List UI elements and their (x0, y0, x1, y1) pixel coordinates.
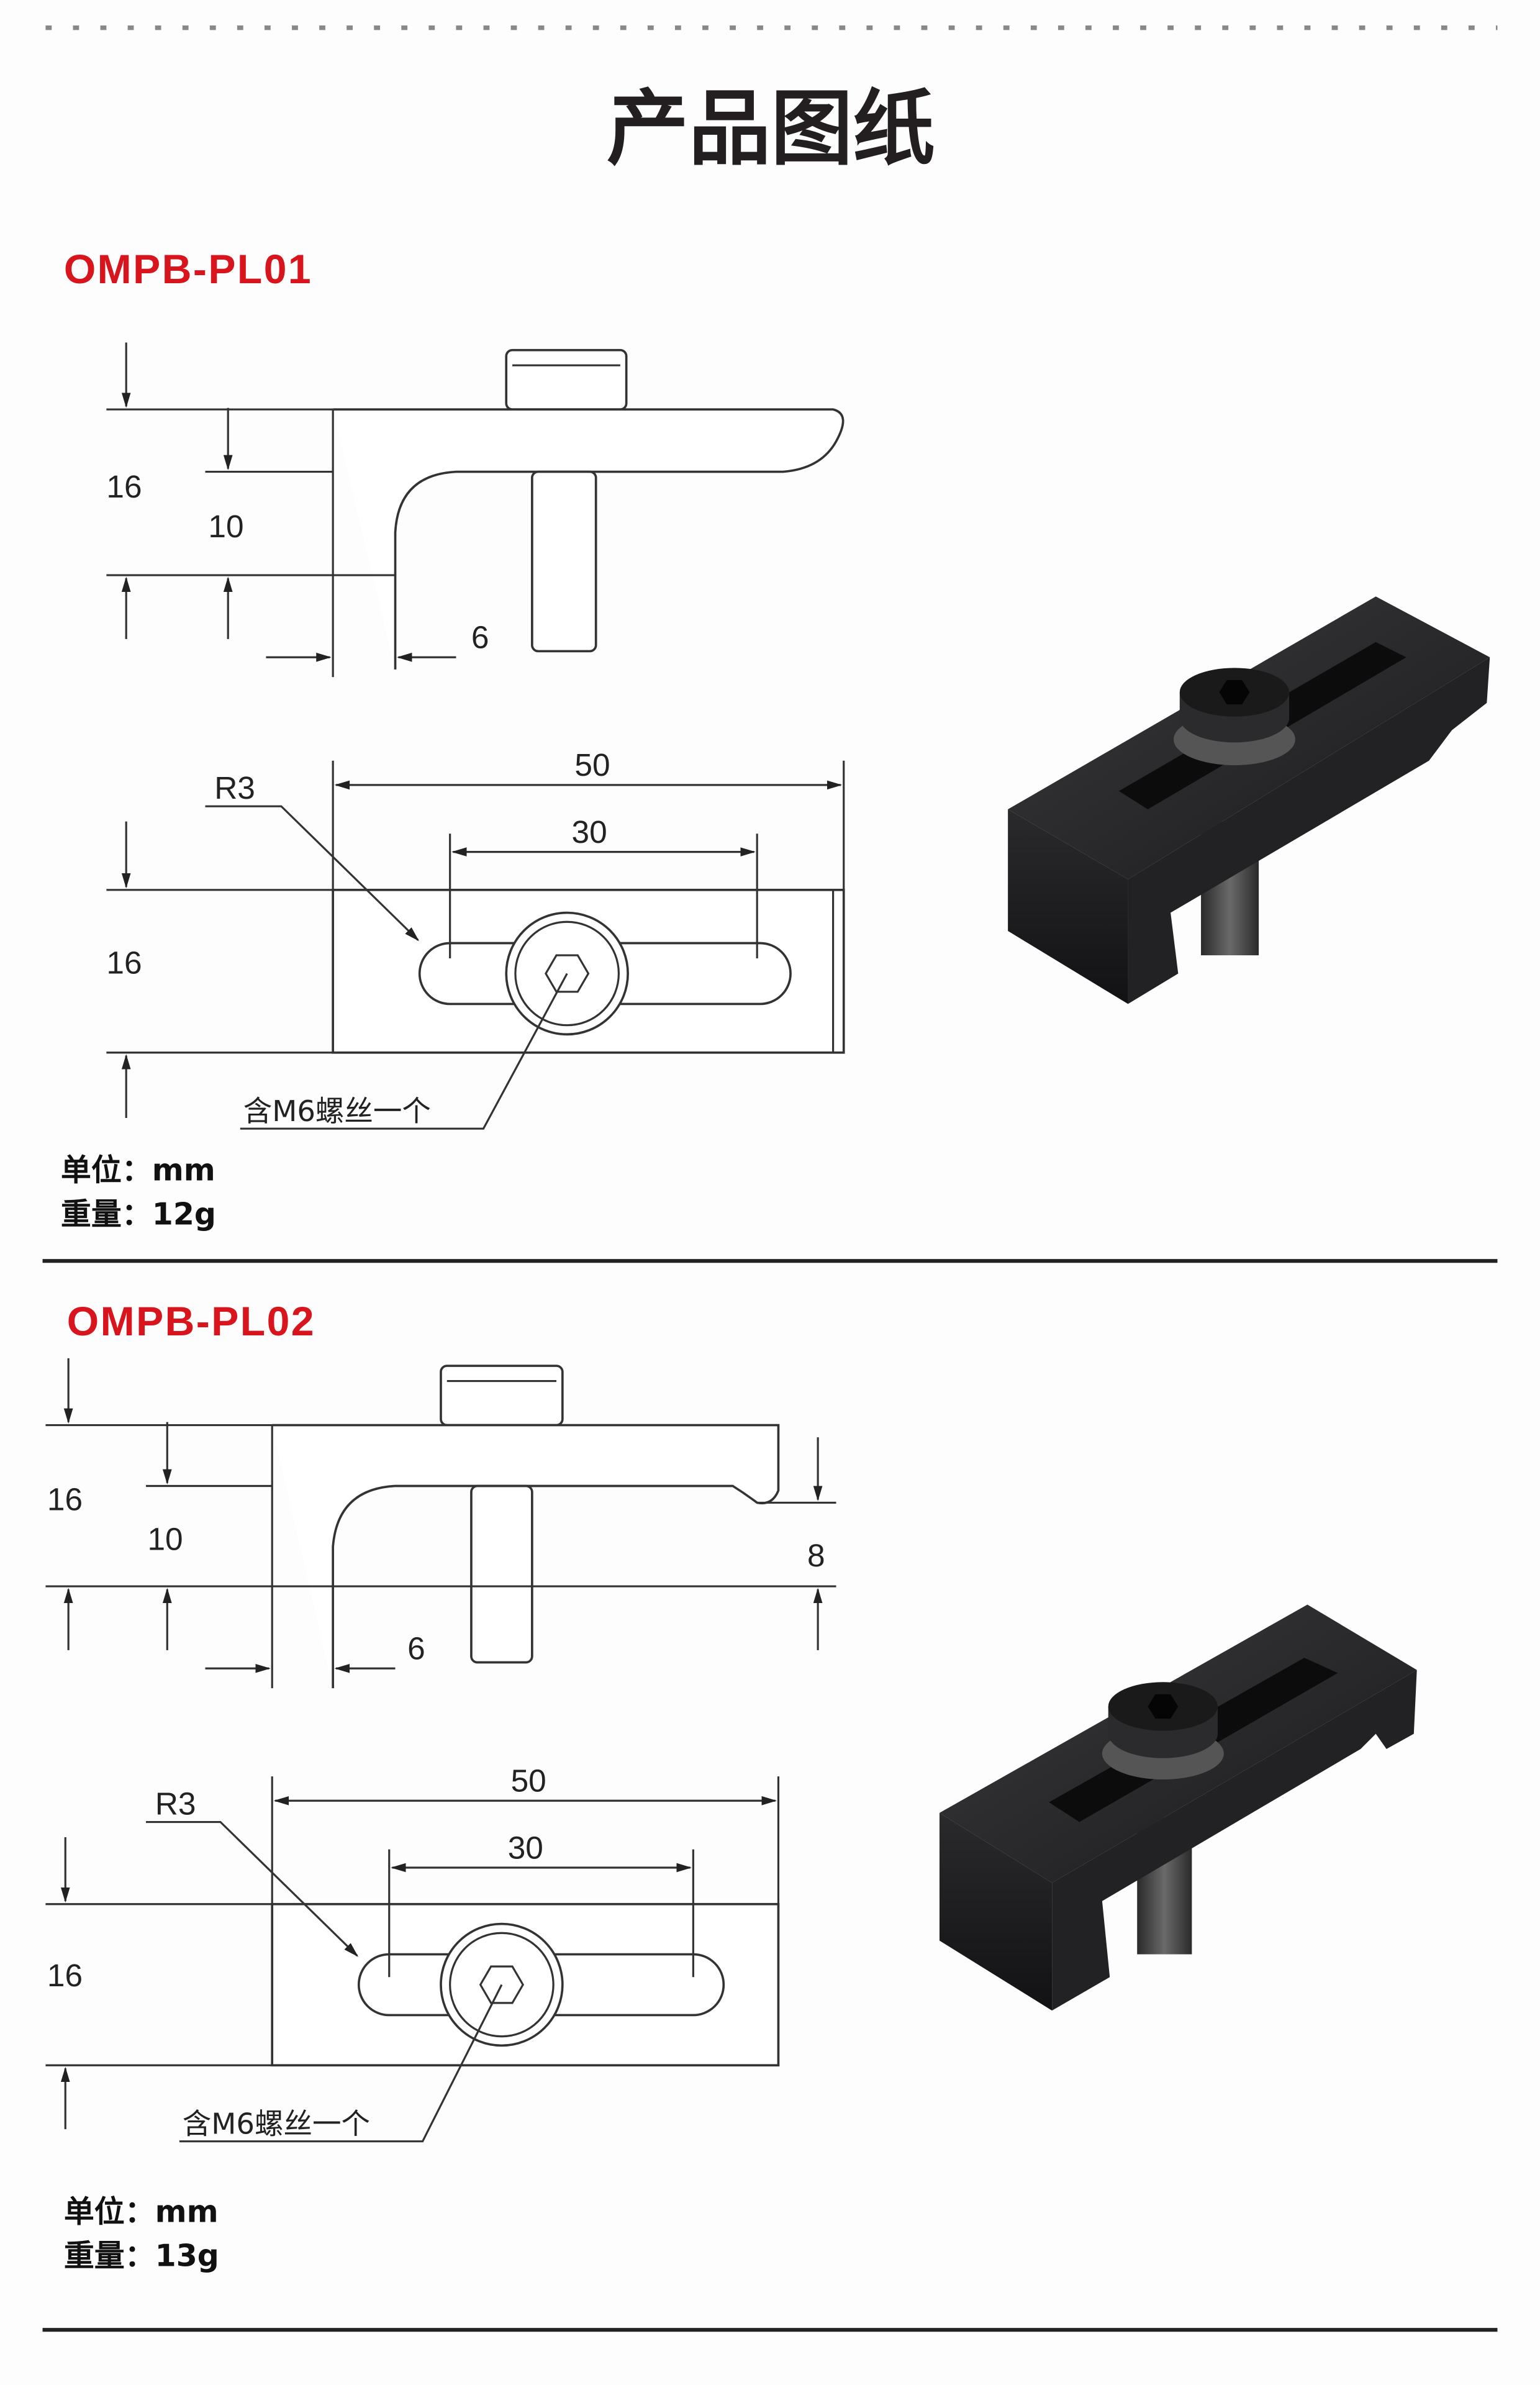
bolt-head (440, 1365, 564, 1427)
side-view: 16 10 6 8 (45, 1358, 836, 1689)
screw-note: 含M6螺丝一个 (183, 2107, 370, 2140)
weight-label: 重量：12g (61, 1196, 216, 1232)
dim-inner-height: 10 (147, 1520, 183, 1556)
dim-length: 50 (574, 747, 610, 783)
side-view: 16 10 6 (106, 342, 845, 678)
dim-width: 6 (471, 619, 489, 655)
bolt-head (505, 348, 628, 411)
dim-radius: R3 (155, 1785, 196, 1821)
bolt-shaft (531, 470, 597, 653)
weight-label: 重量：13g (64, 2238, 219, 2273)
hex-socket-icon (1219, 679, 1250, 705)
hex-socket-icon (479, 1965, 525, 2004)
product-render-pl02 (939, 1604, 1417, 2011)
dim-width: 6 (407, 1630, 425, 1666)
dim-height: 16 (106, 944, 142, 980)
product-render-pl01 (1008, 596, 1490, 1004)
bolt-shaft (470, 1484, 533, 1664)
dim-slot-length: 30 (508, 1829, 543, 1865)
clamp-body-outline (333, 408, 845, 670)
model-title: OMPB-PL01 (64, 247, 312, 293)
dim-radius: R3 (214, 770, 255, 806)
dim-slot-length: 30 (572, 814, 607, 850)
hex-socket-icon (1148, 1694, 1179, 1719)
top-view: 50 30 16 R3 含M6螺丝一个 (106, 747, 845, 1130)
clamp-body-outline (272, 1424, 780, 1689)
dim-total-height: 16 (47, 1481, 83, 1517)
section-ompb-pl01: OMPB-PL01 16 10 6 (42, 247, 1498, 1263)
dim-hook-height: 8 (807, 1537, 825, 1573)
screw-note: 含M6螺丝一个 (243, 1094, 431, 1128)
hex-socket-icon (545, 954, 590, 993)
dim-height: 16 (47, 1957, 83, 1993)
page-title: 产品图纸 (607, 81, 935, 177)
dim-total-height: 16 (106, 468, 142, 504)
dim-length: 50 (511, 1763, 546, 1799)
section-ompb-pl02: OMPB-PL02 16 10 6 8 (42, 1299, 1498, 2332)
top-view: 50 30 16 R3 含M6螺丝一个 (45, 1763, 780, 2143)
model-title: OMPB-PL02 (67, 1299, 315, 1345)
unit-label: 单位：mm (61, 1152, 215, 1188)
unit-label: 单位：mm (64, 2194, 219, 2229)
dim-inner-height: 10 (208, 508, 243, 544)
